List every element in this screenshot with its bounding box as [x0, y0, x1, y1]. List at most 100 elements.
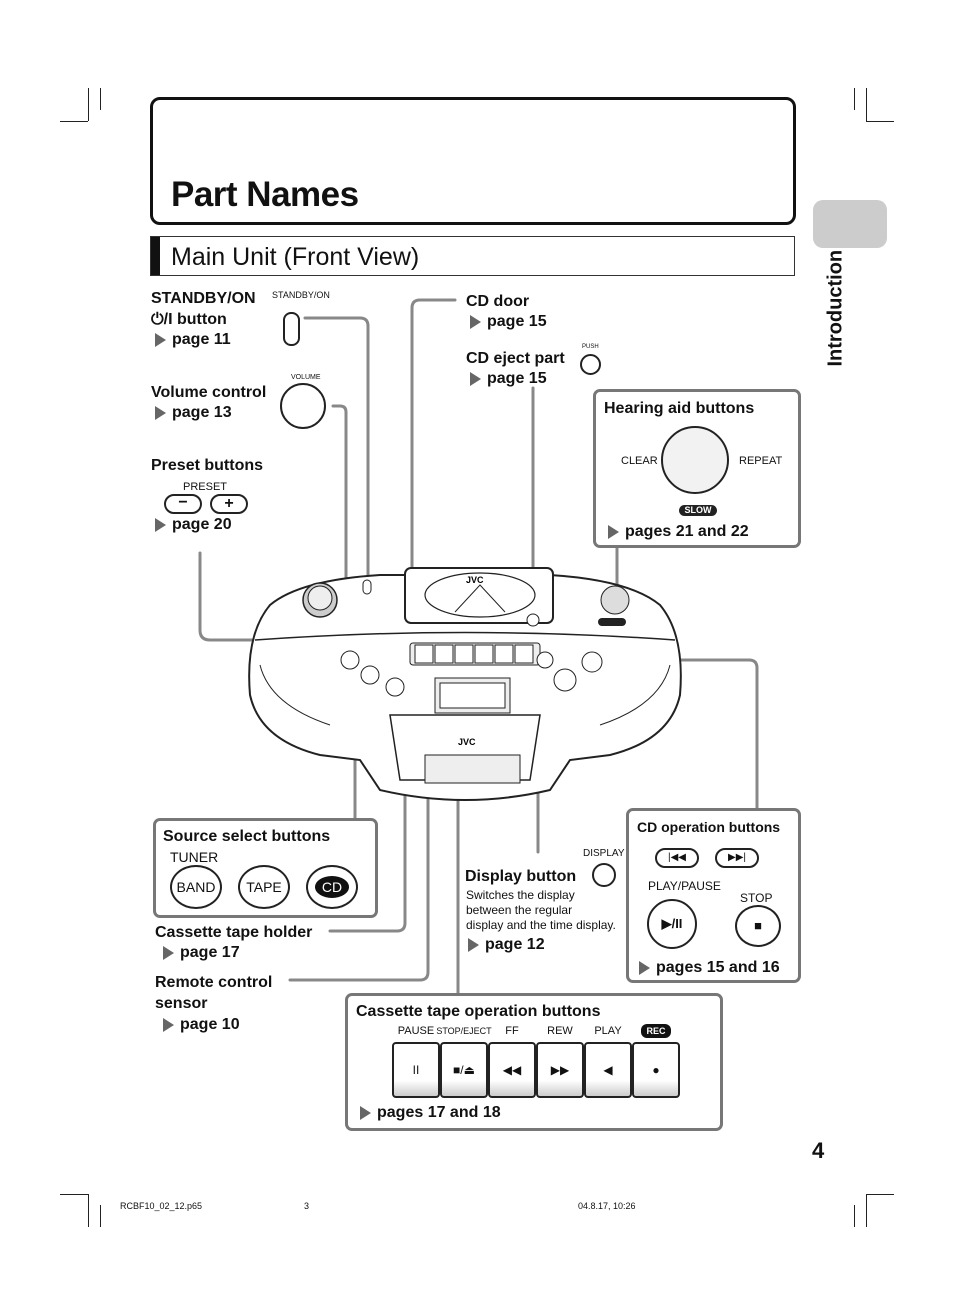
tape-button-4: PLAY◀ [584, 1024, 632, 1099]
preset-plus-icon: + [210, 494, 248, 514]
crop-mark [100, 88, 101, 110]
display-description: Switches the display between the regular… [466, 888, 616, 932]
tape-button-2: FF ◀◀ [488, 1024, 536, 1099]
display-icon-text: DISPLAY [583, 848, 625, 859]
tape-key-symbol: ■/⏏ [453, 1063, 475, 1077]
standby-ref: page 11 [155, 331, 231, 349]
crop-mark [866, 1194, 894, 1195]
tape-button-3: REW ▶▶ [536, 1024, 584, 1099]
crop-mark [88, 1194, 89, 1227]
volume-label: Volume control [151, 384, 267, 401]
cassette-holder-label: Cassette tape holder [155, 924, 313, 941]
cd-eject-icon-text: PUSH [582, 344, 599, 350]
crop-mark [854, 88, 855, 110]
arrow-icon [470, 372, 481, 386]
tape-key-icon: II [392, 1042, 440, 1098]
standby-label: STANDBY/ON ⏻/I button [151, 288, 256, 330]
tape-key-symbol: ● [652, 1063, 660, 1077]
section-header: Main Unit (Front View) [150, 236, 795, 276]
arrow-icon [360, 1106, 371, 1120]
band-button-icon: BAND [170, 865, 222, 909]
clear-label: CLEAR [621, 455, 658, 467]
cd-button-label: CD [314, 876, 350, 898]
arrow-icon [163, 1018, 174, 1032]
cd-operation-box: CD operation buttons |◀◀ ▶▶| PLAY/PAUSE … [626, 808, 801, 983]
display-button-label: Display button [465, 868, 577, 885]
cd-eject-label: CD eject part [466, 350, 565, 367]
arrow-icon [608, 525, 619, 539]
volume-ref: page 13 [155, 404, 232, 422]
tape-button-icon: TAPE [238, 865, 290, 909]
crop-mark [866, 1194, 867, 1227]
section-title: Main Unit (Front View) [171, 243, 420, 271]
tape-button-1: STOP/EJECT ■/⏏ [436, 1024, 492, 1099]
arrow-icon [639, 961, 650, 975]
stop-label: STOP [740, 891, 773, 905]
page-title: Part Names [171, 175, 359, 214]
tape-key-symbol: II [412, 1063, 420, 1077]
slow-badge: SLOW [679, 505, 717, 516]
footer-timestamp: 04.8.17, 10:26 [578, 1201, 636, 1211]
brand-logo-top: JVC [466, 575, 484, 585]
crop-mark [866, 121, 894, 122]
tape-button-label: FF [505, 1025, 519, 1037]
tape-key-symbol: ◀◀ [502, 1063, 522, 1077]
cd-operation-ref: pages 15 and 16 [639, 959, 780, 977]
play-pause-label: PLAY/PAUSE [648, 879, 721, 893]
arrow-icon [470, 315, 481, 329]
cassette-holder-ref: page 17 [163, 944, 240, 962]
hearing-aid-ref: pages 21 and 22 [608, 523, 749, 541]
standby-button-icon [283, 312, 300, 346]
standby-line2: ⏻/I button [151, 311, 227, 328]
cd-door-label: CD door [466, 293, 530, 310]
tape-key-icon: ● [632, 1042, 680, 1098]
tape-key-icon: ◀◀ [488, 1042, 536, 1098]
tape-operation-box: Cassette tape operation buttons PAUSE II S… [345, 993, 723, 1131]
cd-door-ref: page 15 [470, 313, 547, 331]
tape-button-label: PAUSE [397, 1025, 435, 1037]
arrow-icon [468, 938, 479, 952]
arrow-icon [163, 946, 174, 960]
footer-sheet: 3 [304, 1201, 310, 1211]
tape-key-symbol: ◀ [603, 1063, 613, 1077]
tape-operation-title: Cassette tape operation buttons [356, 1003, 601, 1020]
tape-button-row: PAUSE II STOP/EJECT ■/⏏ FF ◀◀ REW ▶▶PLAY◀ REC ● [392, 1024, 680, 1099]
repeat-label: REPEAT [739, 455, 783, 467]
display-ref: page 12 [468, 936, 545, 954]
preset-icon-text: PRESET [183, 481, 228, 493]
cd-operation-title: CD operation buttons [637, 819, 781, 835]
remote-sensor-label: Remote control sensor [155, 972, 272, 1014]
crop-mark [88, 88, 89, 121]
brand-logo-front: JVC [458, 737, 476, 747]
tape-button-0: PAUSE II [392, 1024, 440, 1099]
cd-eject-button-icon [580, 354, 601, 375]
footer-file: RCBF10_02_12.p65 [120, 1201, 203, 1211]
tape-button-label: REC [641, 1024, 671, 1038]
tape-operation-ref: pages 17 and 18 [360, 1104, 501, 1122]
preset-minus-icon: − [164, 494, 202, 514]
boombox-illustration: JVC JVC [248, 567, 682, 801]
crop-mark [866, 88, 867, 121]
skip-back-icon: |◀◀ [655, 848, 699, 868]
display-button-icon [592, 863, 616, 887]
cd-eject-ref: page 15 [470, 370, 547, 388]
remote-sensor-line2: sensor [155, 995, 208, 1012]
hearing-aid-title: Hearing aid buttons [604, 400, 755, 417]
stop-icon: ■ [735, 905, 781, 947]
hearing-aid-dial-icon [661, 426, 729, 494]
side-tab [813, 200, 887, 248]
tape-button-label: REW [547, 1025, 573, 1037]
tape-button-5: REC ● [632, 1024, 680, 1099]
title-box: Part Names [150, 97, 796, 225]
tape-button-label: STOP/EJECT [436, 1026, 492, 1036]
play-pause-icon: ▶/II [647, 899, 697, 949]
crop-mark [854, 1205, 855, 1227]
source-select-box: Source select buttons TUNER BAND TAPE CD [153, 818, 378, 918]
tape-key-icon: ◀ [584, 1042, 632, 1098]
volume-knob-icon [280, 383, 326, 429]
tape-key-icon: ■/⏏ [440, 1042, 488, 1098]
arrow-icon [155, 406, 166, 420]
arrow-icon [155, 518, 166, 532]
cd-button-icon: CD [306, 865, 358, 909]
tape-key-icon: ▶▶ [536, 1042, 584, 1098]
